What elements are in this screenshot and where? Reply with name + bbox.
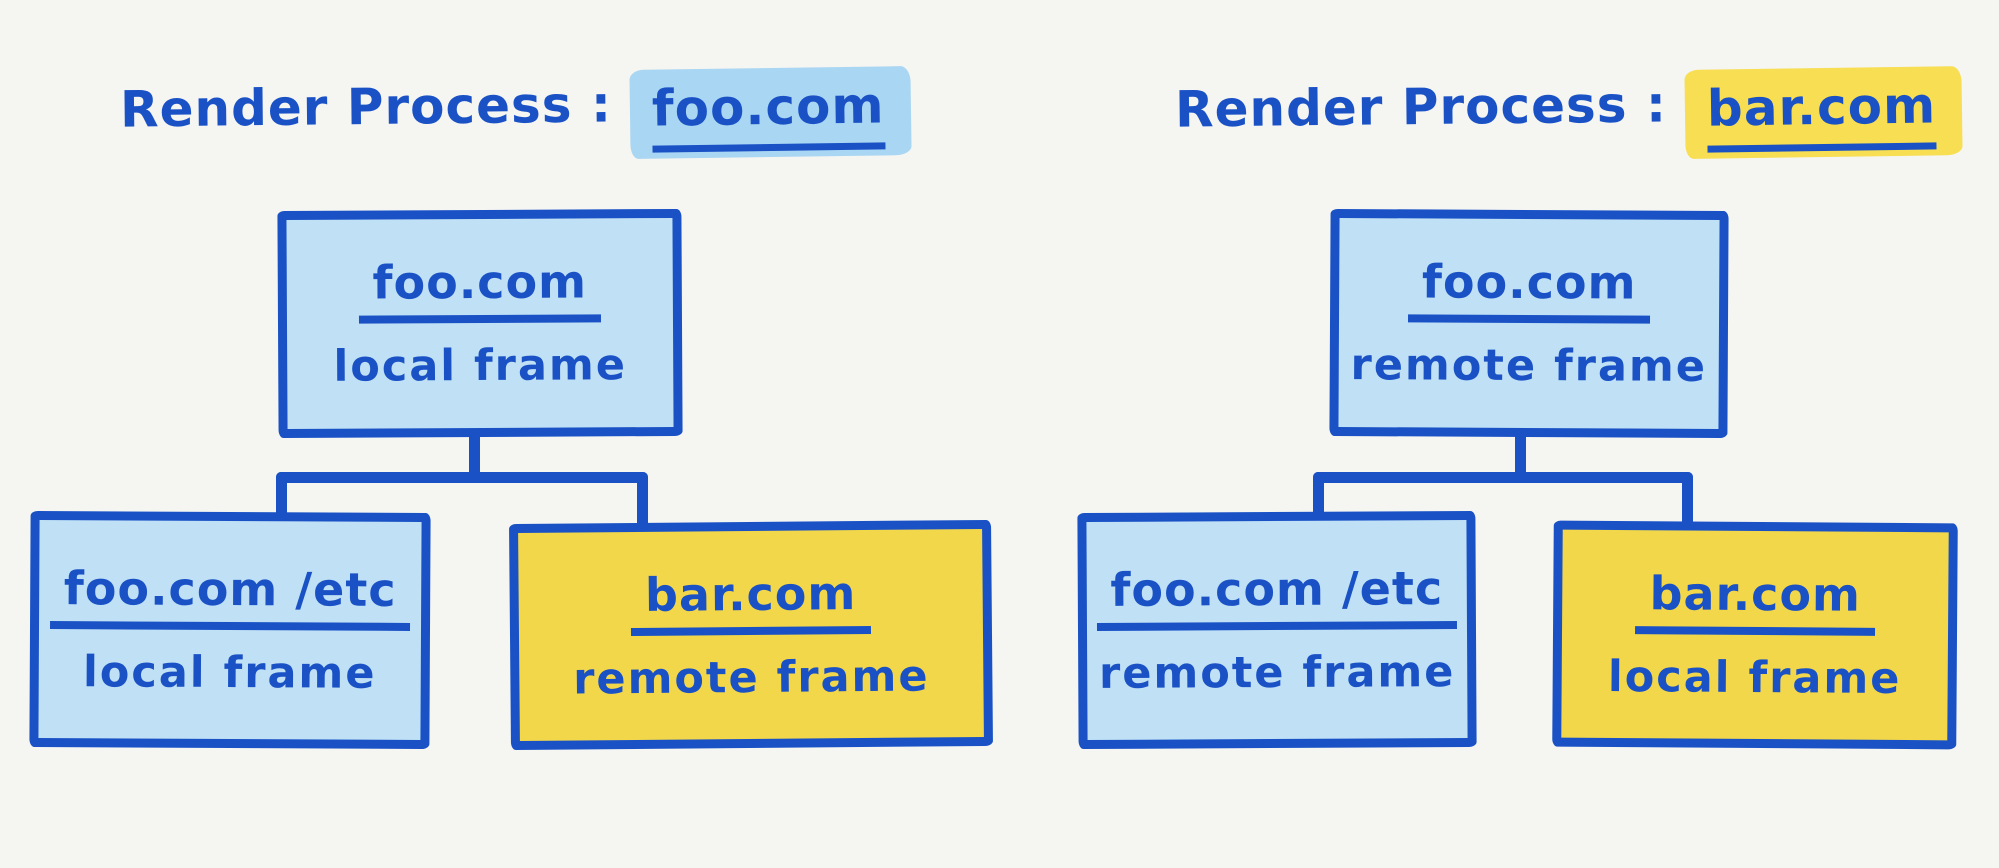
frame-node-child: bar.com local frame <box>1552 520 1958 750</box>
title-domain: foo.com <box>651 76 885 153</box>
frame-node-child: foo.com /etc local frame <box>29 510 431 750</box>
frame-node-child: bar.com remote frame <box>509 519 993 751</box>
title-prefix: Render Process : <box>1174 75 1668 139</box>
render-process-title-bar: Render Process : bar.com <box>1174 66 1963 159</box>
node-domain: foo.com <box>358 254 602 324</box>
node-domain: bar.com <box>630 566 871 636</box>
node-domain: foo.com <box>1407 254 1651 324</box>
node-domain: foo.com /etc <box>1096 561 1458 631</box>
connector-left-stub <box>276 472 287 520</box>
node-frame-type: remote frame <box>573 650 930 705</box>
frame-node-root: foo.com local frame <box>277 208 683 439</box>
connector-bar <box>276 472 648 483</box>
node-frame-type: remote frame <box>1098 646 1456 699</box>
connector-bar <box>1313 472 1693 483</box>
connector-left-stub <box>1313 472 1324 520</box>
connector-root-stub <box>1515 430 1526 482</box>
frame-node-child: foo.com /etc remote frame <box>1077 510 1477 750</box>
node-frame-type: local frame <box>1607 651 1902 704</box>
title-domain: bar.com <box>1706 76 1937 153</box>
node-domain: bar.com <box>1635 566 1876 636</box>
node-frame-type: local frame <box>333 340 628 392</box>
title-prefix: Render Process : <box>119 75 613 139</box>
frame-node-root: foo.com remote frame <box>1329 208 1729 439</box>
node-frame-type: remote frame <box>1350 340 1708 392</box>
connector-right-stub <box>637 472 648 528</box>
title-domain-highlight: bar.com <box>1684 66 1963 159</box>
connector-root-stub <box>469 430 480 482</box>
node-domain: foo.com /etc <box>49 561 411 631</box>
render-process-title-foo: Render Process : foo.com <box>119 66 912 159</box>
node-frame-type: local frame <box>82 646 377 699</box>
title-domain-highlight: foo.com <box>629 66 912 159</box>
connector-right-stub <box>1682 472 1693 528</box>
